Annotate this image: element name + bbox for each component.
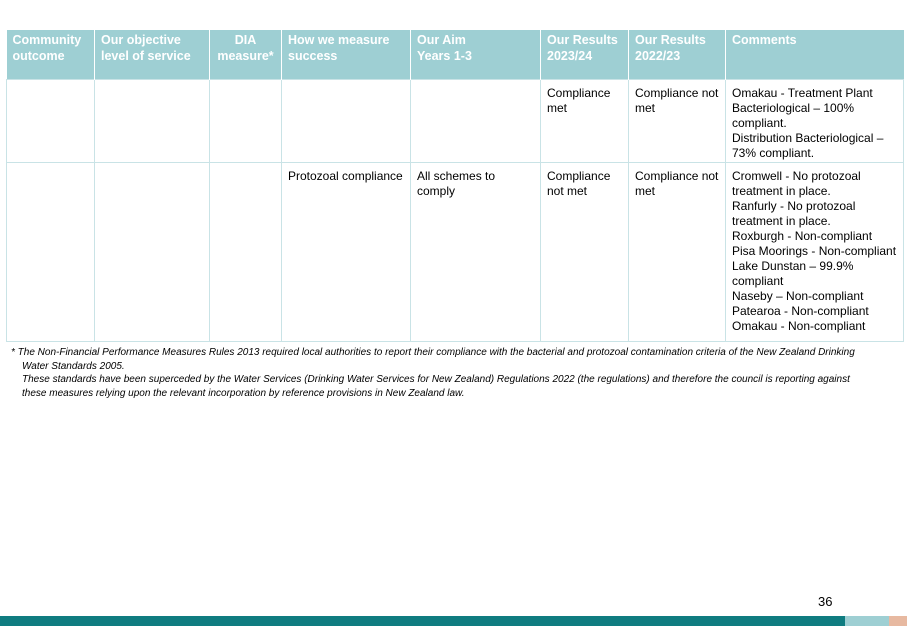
cell-comments: Omakau - Treatment Plant Bacteriological… bbox=[725, 79, 904, 163]
cell-how-measure: Protozoal compliance bbox=[281, 162, 411, 342]
footer-bar-teal bbox=[0, 616, 845, 626]
cell-results-2022-23: Compliance not met bbox=[628, 162, 726, 342]
cell-objective bbox=[94, 79, 210, 163]
comment-line: Distribution Bacteriological – 73% compl… bbox=[732, 131, 884, 160]
cell-how-measure bbox=[281, 79, 411, 163]
footer-color-bar bbox=[0, 616, 907, 626]
cell-results-2023-24: Compliance met bbox=[540, 79, 629, 163]
comment-line: Naseby – Non-compliant bbox=[732, 289, 864, 303]
cell-objective bbox=[94, 162, 210, 342]
footer-bar-peach bbox=[889, 616, 907, 626]
header-results-2023-24: Our Results 2023/24 bbox=[540, 30, 629, 80]
comment-line: Roxburgh - Non-compliant bbox=[732, 229, 873, 243]
table-header-row: Community outcome Our objective level of… bbox=[6, 30, 904, 80]
cell-results-2022-23: Compliance not met bbox=[628, 79, 726, 163]
table-row: Protozoal compliance All schemes to comp… bbox=[6, 162, 904, 342]
cell-results-2023-24: Compliance not met bbox=[540, 162, 629, 342]
cell-dia-measure bbox=[209, 79, 282, 163]
cell-aim: All schemes to comply bbox=[410, 162, 541, 342]
performance-table: Community outcome Our objective level of… bbox=[6, 30, 904, 342]
cell-community-outcome bbox=[6, 79, 95, 163]
header-comments: Comments bbox=[725, 30, 904, 80]
header-objective: Our objective level of service bbox=[94, 30, 210, 80]
footnote-line-1: * The Non-Financial Performance Measures… bbox=[11, 347, 855, 372]
cell-aim bbox=[410, 79, 541, 163]
footer-bar-light bbox=[845, 616, 889, 626]
header-results-2022-23: Our Results 2022/23 bbox=[628, 30, 726, 80]
comment-line: Omakau - Treatment Plant Bacteriological… bbox=[732, 86, 873, 130]
header-community-outcome: Community outcome bbox=[6, 30, 95, 80]
table-row: Compliance met Compliance not met Omakau… bbox=[6, 79, 904, 163]
comment-line: Patearoa - Non-compliant bbox=[732, 304, 869, 318]
cell-dia-measure bbox=[209, 162, 282, 342]
cell-community-outcome bbox=[6, 162, 95, 342]
comment-line: Lake Dunstan – 99.9% compliant bbox=[732, 259, 854, 288]
header-how-measure: How we measure success bbox=[281, 30, 411, 80]
header-dia-measure: DIA measure* bbox=[209, 30, 282, 80]
comment-line: Cromwell - No protozoal treatment in pla… bbox=[732, 169, 861, 198]
header-aim: Our Aim Years 1-3 bbox=[410, 30, 541, 80]
cell-comments: Cromwell - No protozoal treatment in pla… bbox=[725, 162, 904, 342]
footnote: * The Non-Financial Performance Measures… bbox=[11, 346, 871, 400]
comment-line: Omakau - Non-compliant bbox=[732, 319, 866, 333]
performance-table-container: Community outcome Our objective level of… bbox=[6, 30, 904, 342]
page-number: 36 bbox=[818, 594, 833, 609]
comment-line: Ranfurly - No protozoal treatment in pla… bbox=[732, 199, 856, 228]
comment-line: Pisa Moorings - Non-compliant bbox=[732, 244, 897, 258]
footnote-line-2: These standards have been superceded by … bbox=[22, 374, 850, 399]
